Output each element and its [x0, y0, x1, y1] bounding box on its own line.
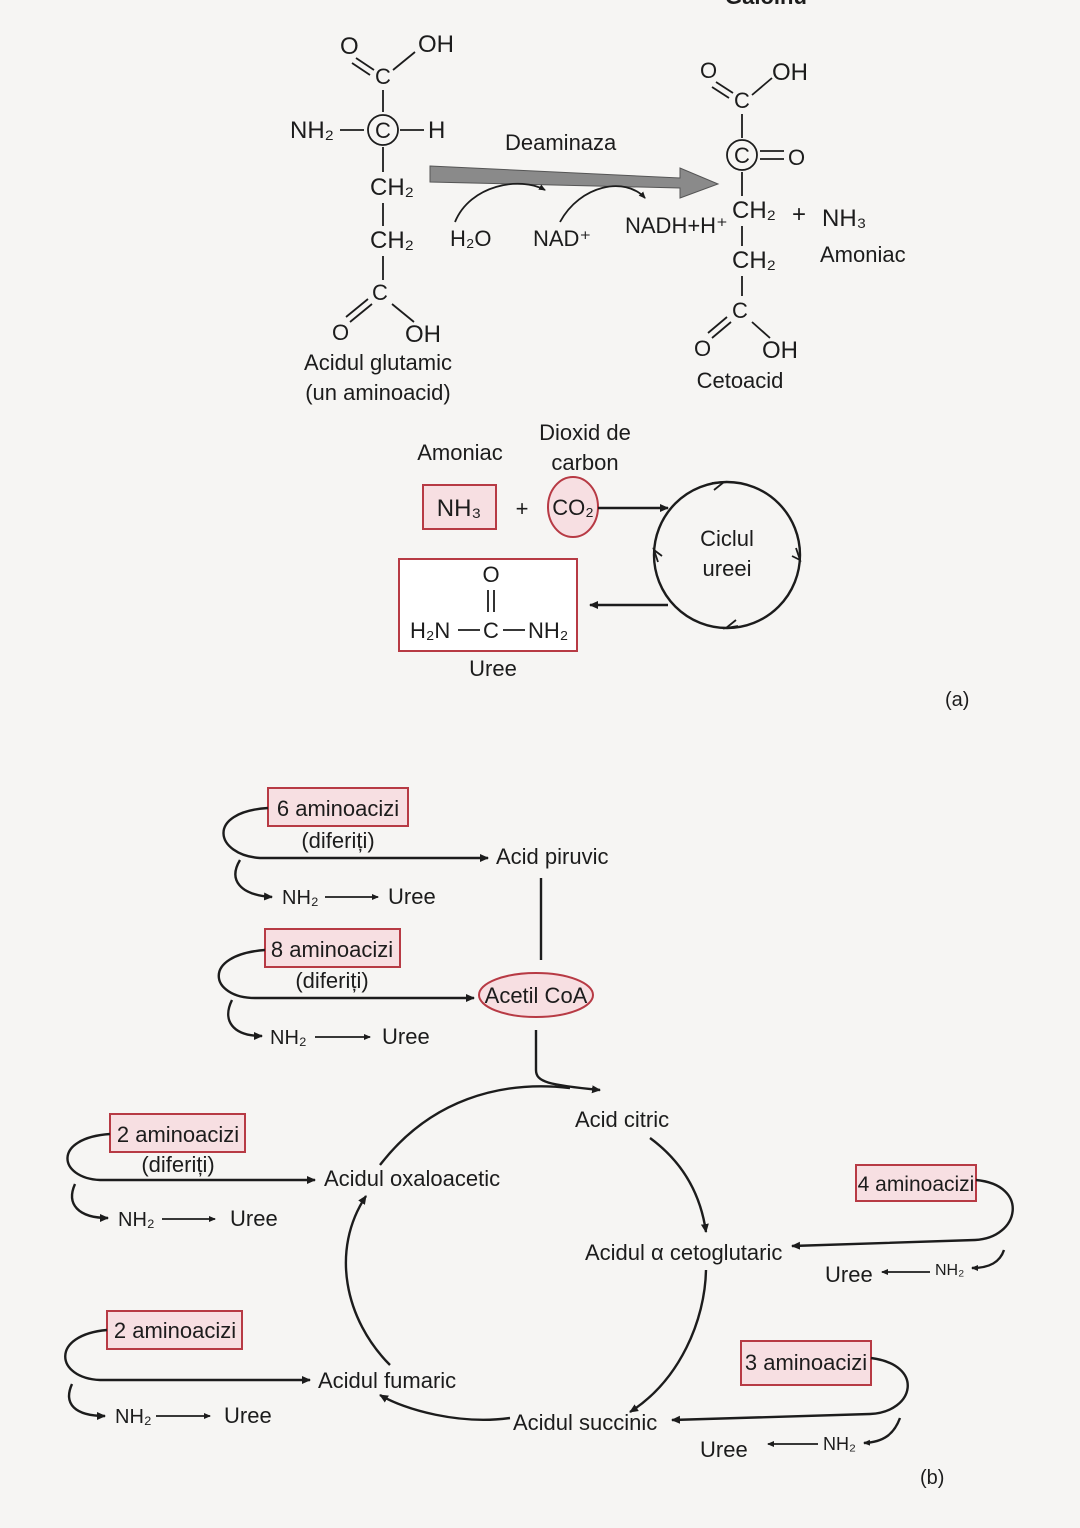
group-3-box: 3 aminoacizi: [745, 1350, 867, 1375]
cycle-label-line2: ureei: [703, 556, 752, 581]
nh3-box: NH₃: [437, 495, 481, 522]
group-6-box: 6 aminoacizi: [277, 796, 399, 821]
nadh-label: NADH+H⁺: [625, 213, 728, 238]
group-2a-target: Acidul oxaloacetic: [324, 1166, 500, 1191]
amoniac-label: Amoniac: [417, 440, 503, 465]
group-6-target: Acid piruvic: [496, 844, 608, 869]
cetoacid-O-bottom: O: [694, 336, 711, 361]
panel-a-tag: (a): [945, 689, 969, 711]
urea-O: O: [482, 562, 499, 587]
cycle-arc-bottom: [379, 1393, 511, 1421]
glutamic-O-bottom: O: [332, 320, 349, 345]
glutamic-C-bottom: C: [372, 280, 388, 305]
group-3-aminoacids: 3 aminoacizi Acidul succinic NH₂ Uree: [513, 1340, 909, 1462]
glutamic-H: H: [428, 117, 445, 144]
reaction-arrow: [429, 165, 720, 199]
group-4-aminoacids: 4 aminoacizi Acidul α cetoglutaric NH₂ U…: [585, 1164, 1014, 1287]
group-3-nh2: NH₂: [823, 1434, 856, 1454]
cetoacid-C-top: C: [734, 88, 750, 113]
group-8-uree: Uree: [382, 1024, 430, 1049]
amoniac-product-label: Amoniac: [820, 242, 906, 267]
cetoacid-O: O: [700, 58, 717, 83]
urea-formula-right: NH₂: [528, 618, 568, 643]
group-2b-aminoacids: 2 aminoacizi Acidul fumaric NH₂ Uree: [64, 1310, 456, 1428]
glutamic-CH2-1: CH₂: [370, 174, 414, 201]
acid-citric-label: Acid citric: [575, 1107, 669, 1132]
group-8-nh2: NH₂: [270, 1027, 307, 1049]
group-2b-target: Acidul fumaric: [318, 1368, 456, 1393]
urea-label: Uree: [469, 656, 517, 681]
glutamic-CH2-2: CH₂: [370, 227, 414, 254]
group-2b-uree: Uree: [224, 1403, 272, 1428]
cycle-arc-top: [379, 1085, 571, 1166]
cetoacid-CH2-2: CH₂: [732, 247, 776, 274]
plus-sign: +: [792, 201, 806, 228]
group-8-box: 8 aminoacizi: [271, 937, 393, 962]
group-2a-nh2: NH₂: [118, 1209, 155, 1231]
group-8-target: Acetil CoA: [485, 983, 588, 1008]
urea-cycle-section: Amoniac Dioxid de carbon NH₃ + CO₂ Ciclu…: [398, 420, 802, 681]
urea-cycle-circle: [652, 480, 802, 630]
header-partial-text: Galoinu: [725, 0, 807, 9]
cycle-arc-left: [344, 1195, 391, 1366]
cycle-arc-right-top: [649, 1137, 709, 1233]
co2-circle: CO₂: [552, 495, 594, 520]
group-4-nh2: NH₂: [935, 1262, 964, 1279]
group-3-uree: Uree: [700, 1437, 748, 1462]
group-8-aminoacids: 8 aminoacizi (diferiți) Acetil CoA NH₂ U…: [217, 928, 594, 1049]
glutamic-C-top: C: [375, 64, 391, 89]
group-2a-sub: (diferiți): [141, 1152, 214, 1177]
enzyme-label: Deaminaza: [505, 130, 617, 155]
glutamic-C-center: C: [375, 118, 391, 143]
cetoacid-label: Cetoacid: [697, 368, 784, 393]
group-4-box: 4 aminoacizi: [858, 1173, 975, 1196]
cycle-label-line1: Ciclul: [700, 526, 754, 551]
cycle-arc-right-bottom: [629, 1269, 708, 1414]
group-6-sub: (diferiți): [301, 828, 374, 853]
cetoacid-C-center: C: [734, 143, 750, 168]
glutamic-NH2: NH₂: [290, 117, 334, 144]
cetoacid-O-keto: O: [788, 145, 805, 170]
urea-C: C: [483, 618, 499, 643]
cetoacid-structure: O OH C C O CH₂ CH₂ C O OH Cetoacid + NH₃…: [694, 58, 906, 393]
group-2a-uree: Uree: [230, 1206, 278, 1231]
h2o-label: H₂O: [450, 226, 492, 251]
plus-sign-2: +: [516, 496, 529, 521]
group-6-uree: Uree: [388, 884, 436, 909]
group-4-target: Acidul α cetoglutaric: [585, 1240, 782, 1265]
co2-label-line2: carbon: [551, 450, 618, 475]
group-6-nh2: NH₂: [282, 887, 319, 909]
cetoacid-CH2-1: CH₂: [732, 197, 776, 224]
deamination-reaction: Deaminaza H₂O NAD⁺ NADH+H⁺: [429, 130, 728, 251]
glutamic-O: O: [340, 33, 359, 60]
cetoacid-OH-bottom: OH: [762, 337, 798, 364]
cetoacid-C-bottom: C: [732, 298, 748, 323]
co2-label-line1: Dioxid de: [539, 420, 631, 445]
cetoacid-OH-top: OH: [772, 59, 808, 86]
glutamic-acid-structure: O OH C NH₂ C H CH₂ CH₂ C O OH Acidul glu…: [290, 31, 454, 405]
nad-label: NAD⁺: [533, 226, 591, 251]
group-2b-nh2: NH₂: [115, 1406, 152, 1428]
group-4-uree: Uree: [825, 1262, 873, 1287]
group-2a-box: 2 aminoacizi: [117, 1122, 239, 1147]
group-2a-aminoacids: 2 aminoacizi (diferiți) Acidul oxaloacet…: [66, 1113, 500, 1231]
nh3-product: NH₃: [822, 205, 866, 232]
group-6-aminoacids: 6 aminoacizi (diferiți) Acid piruvic NH₂…: [222, 787, 608, 909]
glutamic-label-line1: Acidul glutamic: [304, 350, 452, 375]
panel-b-tag: (b): [920, 1467, 944, 1489]
glutamic-OH-bottom: OH: [405, 321, 441, 348]
urea-formula-left: H₂N: [410, 618, 450, 643]
krebs-cycle: Acid citric: [344, 1085, 709, 1421]
group-2b-box: 2 aminoacizi: [114, 1318, 236, 1343]
group-8-sub: (diferiți): [295, 968, 368, 993]
glutamic-OH-top: OH: [418, 31, 454, 58]
glutamic-label-line2: (un aminoacid): [305, 380, 451, 405]
group-3-target: Acidul succinic: [513, 1410, 657, 1435]
